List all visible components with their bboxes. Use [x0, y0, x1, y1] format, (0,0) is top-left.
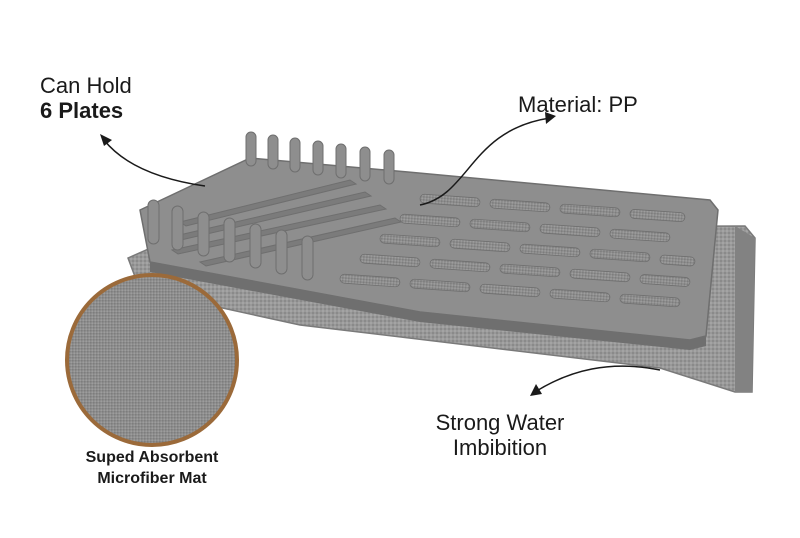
mat-zoom-circle	[65, 273, 239, 447]
mat-line2: Microfiber Mat	[97, 469, 207, 487]
back-prongs	[245, 131, 395, 185]
mat-line1: Suped Absorbent	[85, 449, 219, 466]
front-prongs	[147, 199, 314, 281]
water-callout: Strong Water Imbibition	[420, 410, 580, 461]
mat-callout: Suped Absorbent Microfiber Mat	[62, 448, 242, 490]
rack-front-edge	[150, 262, 706, 350]
arrowheads	[100, 112, 556, 396]
plates-line2: 6 Plates	[40, 98, 124, 124]
material-callout: Material: PP	[518, 92, 638, 117]
mat-edge	[735, 226, 755, 392]
plates-callout: Can Hold 6 Plates	[40, 73, 132, 124]
drain-slots	[339, 193, 696, 308]
water-line2: Imbibition	[452, 435, 548, 461]
water-line1: Strong Water	[435, 410, 565, 435]
plates-line1: Can Hold	[40, 73, 132, 98]
callout-arrows	[103, 117, 661, 393]
